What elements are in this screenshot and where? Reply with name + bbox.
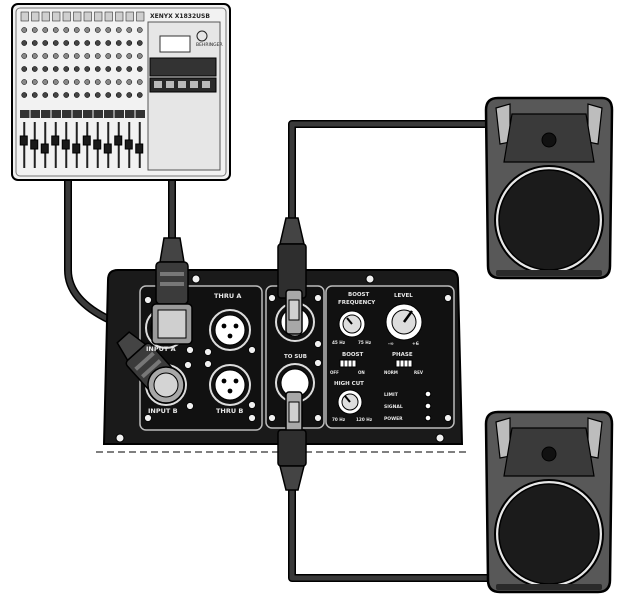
signal-led-icon [424,402,432,410]
power-led-icon [424,414,432,422]
speaker-top [484,96,614,280]
boost-frequency-label-line2: FREQUENCY [338,300,376,306]
thru-b-label: THRU B [216,407,243,415]
led-label-power: POWER [384,416,403,422]
led-label-limit: LIMIT [384,392,399,398]
panel-screws [115,274,445,443]
phase-switch[interactable] [395,359,413,368]
level-label: LEVEL [394,293,413,299]
phase-rev: REV [414,370,424,375]
mixer-brand-text: BEHRINGER [196,42,223,48]
boost-frequency-label-line1: BOOST [348,292,370,298]
boost-frequency-max: 75 Hz [358,340,372,345]
cables [64,120,494,582]
status-leds: LIMIT SIGNAL POWER [384,390,432,422]
mixer-strip [40,11,51,168]
level-max: +6 [412,341,419,347]
limit-led-icon [424,390,432,398]
phase-norm: NORM [384,370,398,375]
boost-frequency-min: 45 Hz [332,340,346,345]
mixer-strip [124,11,135,168]
xlr-thru-a[interactable] [209,309,251,351]
xlr-plug-to-bottom-speaker [277,391,307,491]
high-cut-min: 70 Hz [332,417,346,422]
mixer-channel-strips [19,11,145,168]
mixer-logo-icon [196,30,208,42]
cable-mixer-to-input-b [64,174,114,324]
mixer-strip [82,11,93,168]
thru-a-label: THRU A [214,292,241,300]
boost-label: BOOST [342,352,364,358]
mixer-strip [114,11,124,168]
high-cut-label: HIGH CUT [334,381,364,387]
mixer-strip [93,11,103,168]
cable-bottom-speaker [288,484,494,582]
xlr-plug-input-b-head [147,366,185,404]
mixer-strip [51,11,61,168]
boost-on: ON [358,370,365,375]
boost-switch[interactable] [339,359,357,368]
to-sub-label: TO SUB [284,354,307,360]
input-a-label: INPUT A [146,345,176,353]
xlr-thru-b[interactable] [209,364,251,406]
speaker-bottom [484,410,614,594]
led-label-signal: SIGNAL [384,404,403,410]
mixer-console: XENYX X1832USB BEHRINGER [11,3,231,181]
xlr-plug-input-b [116,331,175,392]
xlr-plug-input-a [151,237,193,345]
mixer-model-text: XENYX X1832USB [150,13,210,20]
mixer-strip [135,11,145,168]
mixer-strip [72,11,82,168]
mixer-strip [103,11,114,168]
phase-label: PHASE [392,352,413,358]
cable-top-speaker [288,120,494,222]
level-knob[interactable] [385,303,423,341]
high-cut-knob[interactable] [337,389,363,415]
mixer-strip [19,11,30,168]
level-min: -∞ [388,342,394,347]
mixer-strip [61,11,72,168]
boost-off: OFF [330,370,339,375]
xlr-plug-to-top-speaker [277,217,307,335]
boost-frequency-knob[interactable] [338,310,366,338]
mixer-strip [30,11,40,168]
high-cut-max: 120 Hz [356,417,373,422]
input-b-label: INPUT B [148,407,178,415]
